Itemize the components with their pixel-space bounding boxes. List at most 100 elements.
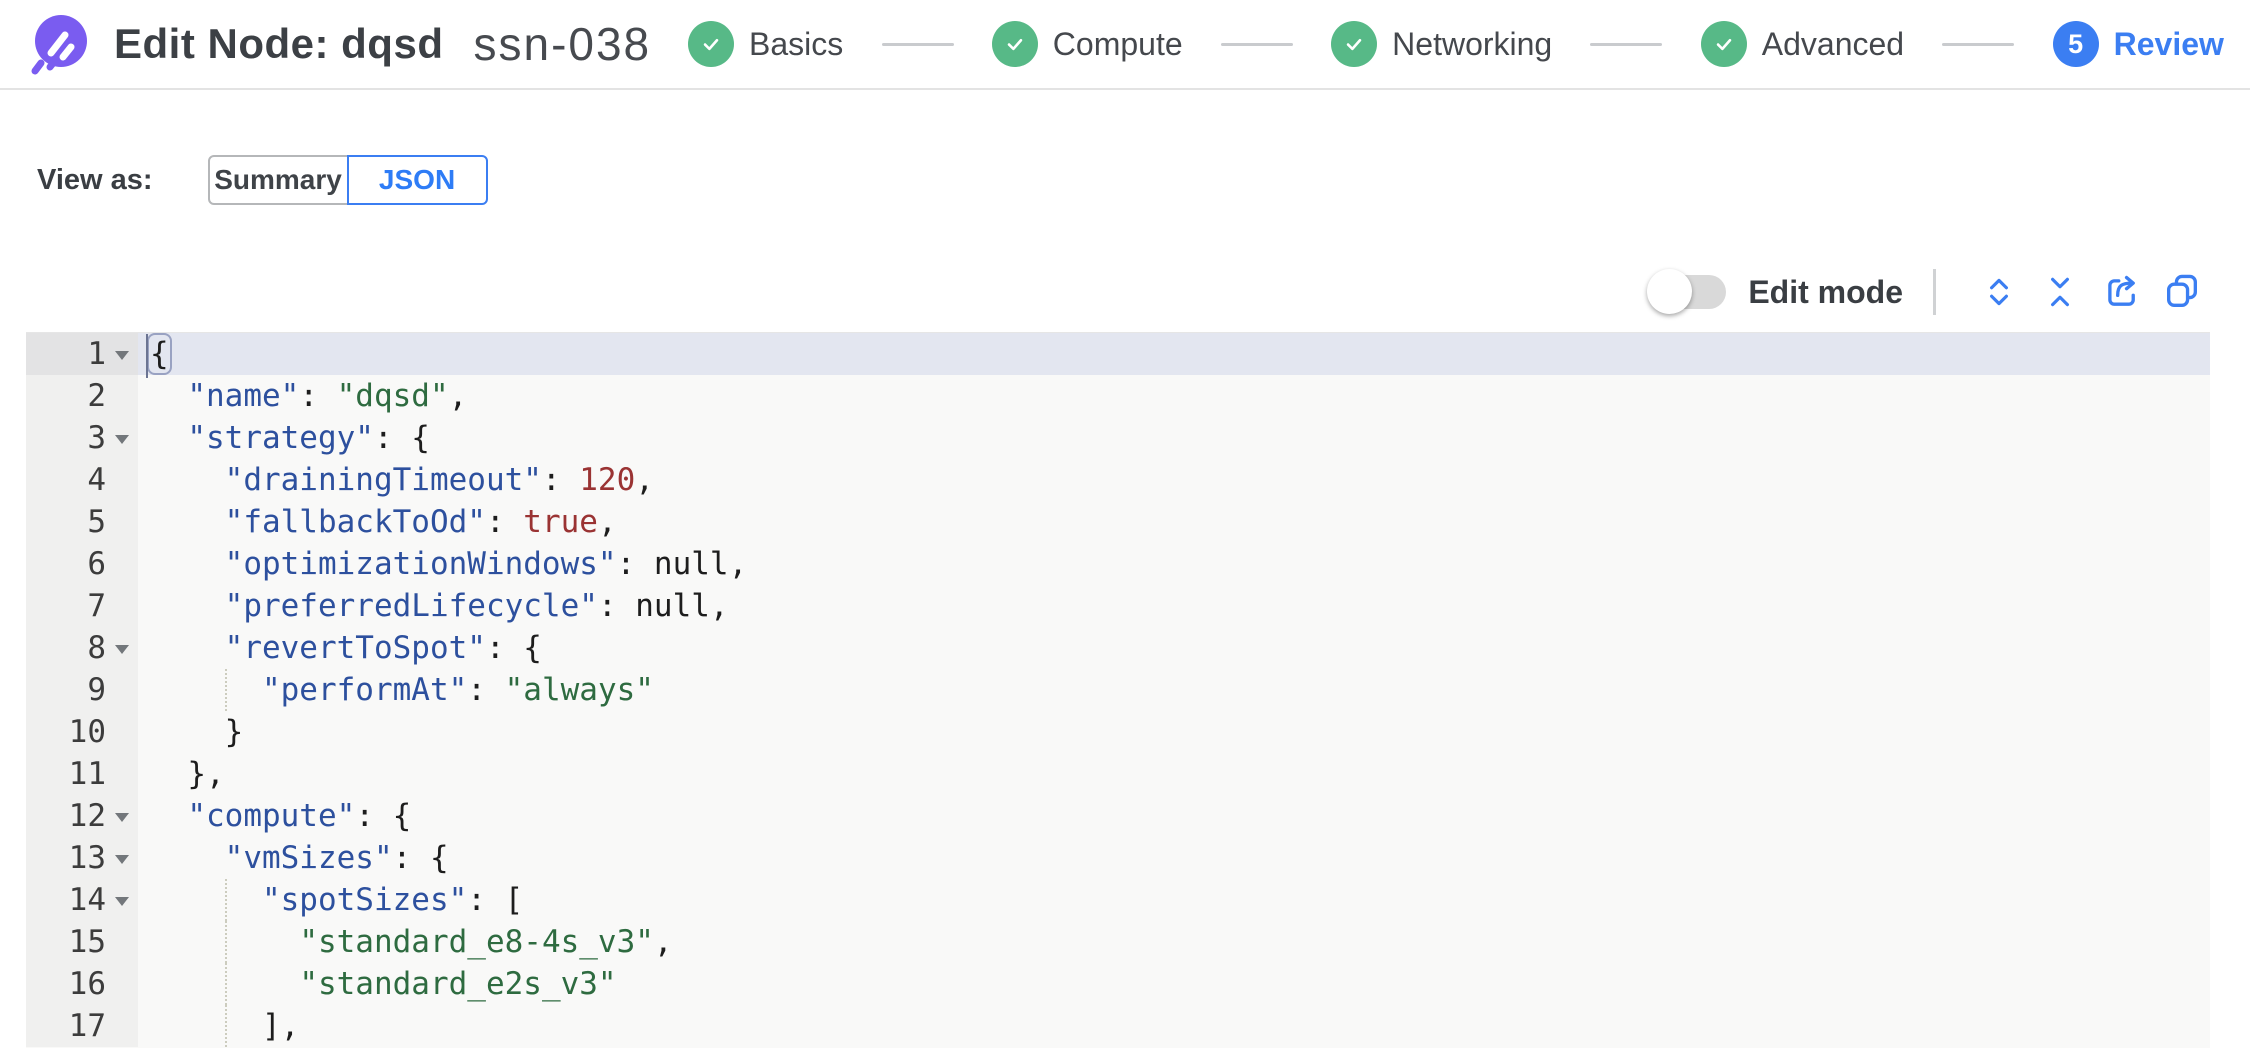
code-line[interactable]: 13 "vmSizes": { xyxy=(26,837,2210,879)
gutter-cell: 9 xyxy=(26,669,138,711)
wizard-step-basics[interactable]: Basics xyxy=(688,21,843,67)
spot-logo-icon xyxy=(31,15,87,75)
gutter-cell: 11 xyxy=(26,753,138,795)
code-line-content[interactable]: }, xyxy=(138,753,2210,795)
code-line-content[interactable]: ], xyxy=(138,1005,2210,1047)
copy-icon[interactable] xyxy=(2158,268,2206,316)
code-line-content[interactable]: "revertToSpot": { xyxy=(138,627,2210,669)
export-icon[interactable] xyxy=(2097,268,2145,316)
code-line-content[interactable]: } xyxy=(138,711,2210,753)
code-line-content[interactable]: "compute": { xyxy=(138,795,2210,837)
gutter-cell: 4 xyxy=(26,459,138,501)
line-number: 4 xyxy=(87,462,106,498)
code-token: "spotSizes" xyxy=(261,882,468,918)
code-line-content[interactable]: "strategy": { xyxy=(138,417,2210,459)
fold-slot xyxy=(106,459,138,501)
code-line-content[interactable]: "standard_e2s_v3" xyxy=(138,963,2210,1005)
toolbar-divider xyxy=(1933,269,1936,315)
code-token: "revertToSpot" xyxy=(224,630,486,666)
view-as-label: View as: xyxy=(37,163,153,196)
code-line[interactable]: 4 "drainingTimeout": 120, xyxy=(26,459,2210,501)
indent-guide xyxy=(224,921,227,963)
code-line-content[interactable]: "name": "dqsd", xyxy=(138,375,2210,417)
code-token: : { xyxy=(392,840,449,876)
line-number: 5 xyxy=(87,504,106,540)
line-number: 7 xyxy=(87,588,106,624)
editor-toolbar: Edit mode xyxy=(1647,260,2206,324)
code-token: : { xyxy=(485,630,542,666)
code-token: }, xyxy=(150,756,225,792)
line-number: 14 xyxy=(68,882,106,918)
edit-mode-toggle[interactable] xyxy=(1647,269,1727,314)
code-line[interactable]: 14 "spotSizes": [ xyxy=(26,879,2210,921)
line-number: 2 xyxy=(87,378,106,414)
step-check-icon xyxy=(991,21,1038,67)
code-line-content[interactable]: "standard_e8-4s_v3", xyxy=(138,921,2210,963)
code-token: ], xyxy=(150,1008,300,1044)
code-line-content[interactable]: "vmSizes": { xyxy=(138,837,2210,879)
code-token xyxy=(150,672,262,708)
code-line[interactable]: 5 "fallbackToOd": true, xyxy=(26,501,2210,543)
wizard-step-compute[interactable]: Compute xyxy=(991,21,1183,67)
code-line[interactable]: 15 "standard_e8-4s_v3", xyxy=(26,921,2210,963)
fold-slot xyxy=(106,669,138,711)
fold-slot xyxy=(106,375,138,417)
code-line[interactable]: 9 "performAt": "always" xyxy=(26,669,2210,711)
code-token xyxy=(150,630,225,666)
collapse-icon[interactable] xyxy=(2036,268,2084,316)
code-line-content[interactable]: "performAt": "always" xyxy=(138,669,2210,711)
line-number: 12 xyxy=(68,798,106,834)
edit-mode-label: Edit mode xyxy=(1748,273,1903,310)
gutter-cell: 10 xyxy=(26,711,138,753)
code-line[interactable]: 7 "preferredLifecycle": null, xyxy=(26,585,2210,627)
code-line[interactable]: 10 } xyxy=(26,711,2210,753)
code-line[interactable]: 16 "standard_e2s_v3" xyxy=(26,963,2210,1005)
cursor-bracket: { xyxy=(147,333,172,375)
code-token: "vmSizes" xyxy=(224,840,393,876)
code-line-content[interactable]: "spotSizes": [ xyxy=(138,879,2210,921)
code-line-content[interactable]: { xyxy=(138,333,2210,375)
title-block: Edit Node: dqsd ssn-038 xyxy=(30,0,685,88)
step-label: Advanced xyxy=(1761,25,1905,62)
fold-toggle-icon[interactable] xyxy=(106,795,138,837)
expand-icon[interactable] xyxy=(1975,268,2023,316)
step-number-badge: 5 xyxy=(2052,21,2099,67)
json-view-button[interactable]: JSON xyxy=(346,155,488,205)
gutter-cell: 17 xyxy=(26,1005,138,1047)
wizard-step-advanced[interactable]: Advanced xyxy=(1700,21,1905,67)
fold-toggle-icon[interactable] xyxy=(106,879,138,921)
code-token: "preferredLifecycle" xyxy=(224,588,598,624)
code-token: "standard_e8-4s_v3" xyxy=(299,924,654,960)
code-line-content[interactable]: "drainingTimeout": 120, xyxy=(138,459,2210,501)
code-line[interactable]: 3 "strategy": { xyxy=(26,417,2210,459)
code-line[interactable]: 1{ xyxy=(26,333,2210,375)
fold-toggle-icon[interactable] xyxy=(106,333,138,375)
summary-view-button[interactable]: Summary xyxy=(207,155,349,205)
fold-toggle-icon[interactable] xyxy=(106,837,138,879)
line-number: 9 xyxy=(87,672,106,708)
code-token: , xyxy=(597,504,617,540)
fold-toggle-icon[interactable] xyxy=(106,417,138,459)
gutter-cell: 8 xyxy=(26,627,138,669)
code-line[interactable]: 17 ], xyxy=(26,1005,2210,1047)
code-line[interactable]: 2 "name": "dqsd", xyxy=(26,375,2210,417)
code-line-content[interactable]: "preferredLifecycle": null, xyxy=(138,585,2210,627)
code-token: 120 xyxy=(579,462,636,498)
code-line-content[interactable]: "optimizationWindows": null, xyxy=(138,543,2210,585)
code-token: } xyxy=(150,714,244,750)
code-token: : { xyxy=(373,420,430,456)
code-line[interactable]: 12 "compute": { xyxy=(26,795,2210,837)
json-code-editor[interactable]: 1{2 "name": "dqsd",3 "strategy": {4 "dra… xyxy=(26,332,2210,1048)
code-token xyxy=(150,378,187,414)
code-line[interactable]: 6 "optimizationWindows": null, xyxy=(26,543,2210,585)
gutter-cell: 13 xyxy=(26,837,138,879)
code-line[interactable]: 11 }, xyxy=(26,753,2210,795)
code-line[interactable]: 8 "revertToSpot": { xyxy=(26,627,2210,669)
code-token: , xyxy=(635,462,654,498)
gutter-cell: 2 xyxy=(26,375,138,417)
code-line-content[interactable]: "fallbackToOd": true, xyxy=(138,501,2210,543)
wizard-step-networking[interactable]: Networking xyxy=(1331,21,1552,67)
fold-toggle-icon[interactable] xyxy=(106,627,138,669)
